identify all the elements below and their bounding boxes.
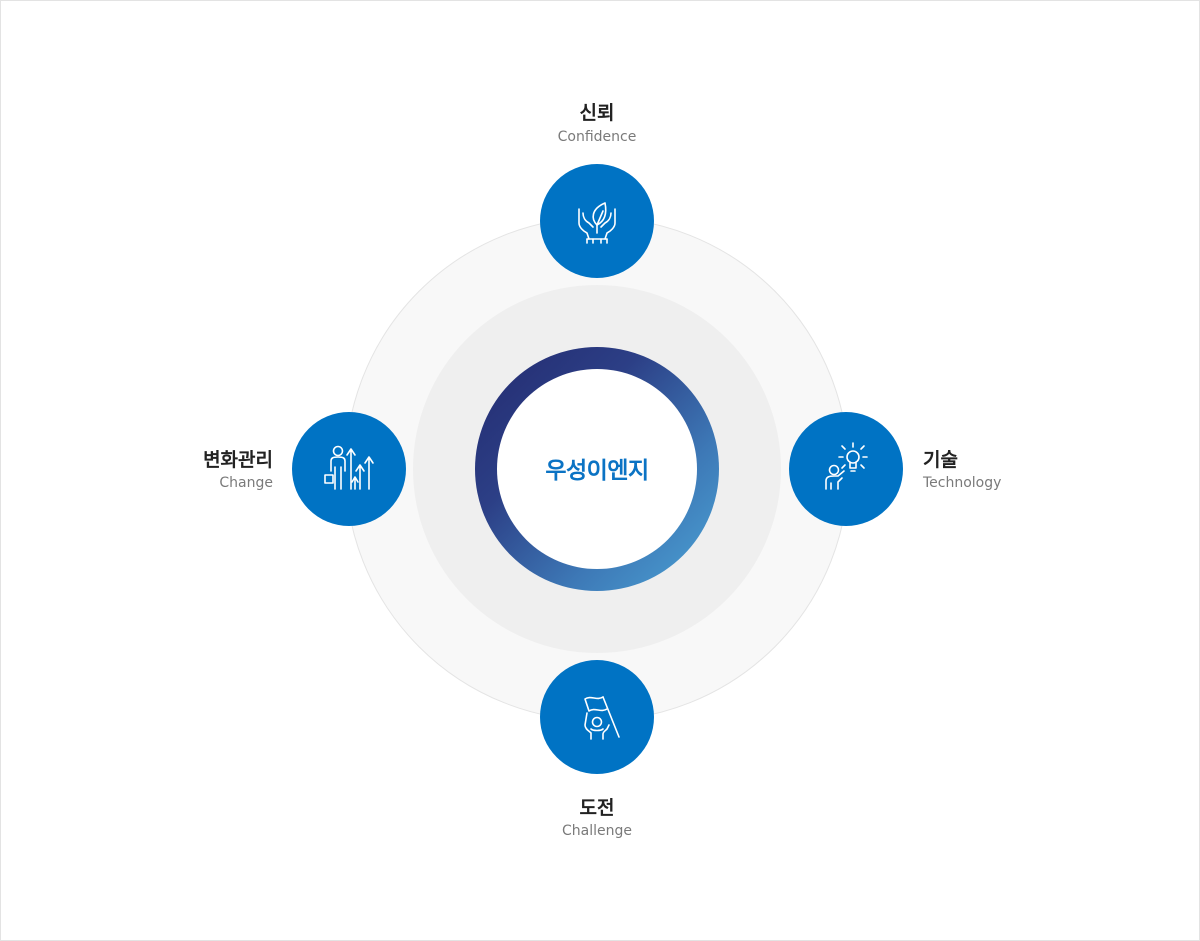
node-bottom-subtitle: Challenge xyxy=(562,823,632,839)
node-top-title: 신뢰 xyxy=(579,102,615,124)
node-top-subtitle: Confidence xyxy=(557,129,637,145)
center-label: 우성이엔지 xyxy=(545,458,649,484)
node-bottom-title: 도전 xyxy=(579,797,615,819)
node-left-subtitle: Change xyxy=(219,475,273,491)
person-lightbulb-icon xyxy=(825,442,868,490)
node-right-subtitle: Technology xyxy=(923,475,1002,491)
hands-leaf-icon xyxy=(578,202,616,244)
node-bottom-circle xyxy=(540,660,654,774)
inner-circle xyxy=(497,369,697,569)
person-flag-icon xyxy=(584,696,620,740)
node-right-title: 기술 xyxy=(923,449,958,471)
node-top-circle xyxy=(540,164,654,278)
node-right-circle xyxy=(789,412,903,526)
person-growth-arrows-icon xyxy=(324,445,374,490)
node-left-circle xyxy=(292,412,406,526)
node-left-title: 변화관리 xyxy=(203,449,273,471)
